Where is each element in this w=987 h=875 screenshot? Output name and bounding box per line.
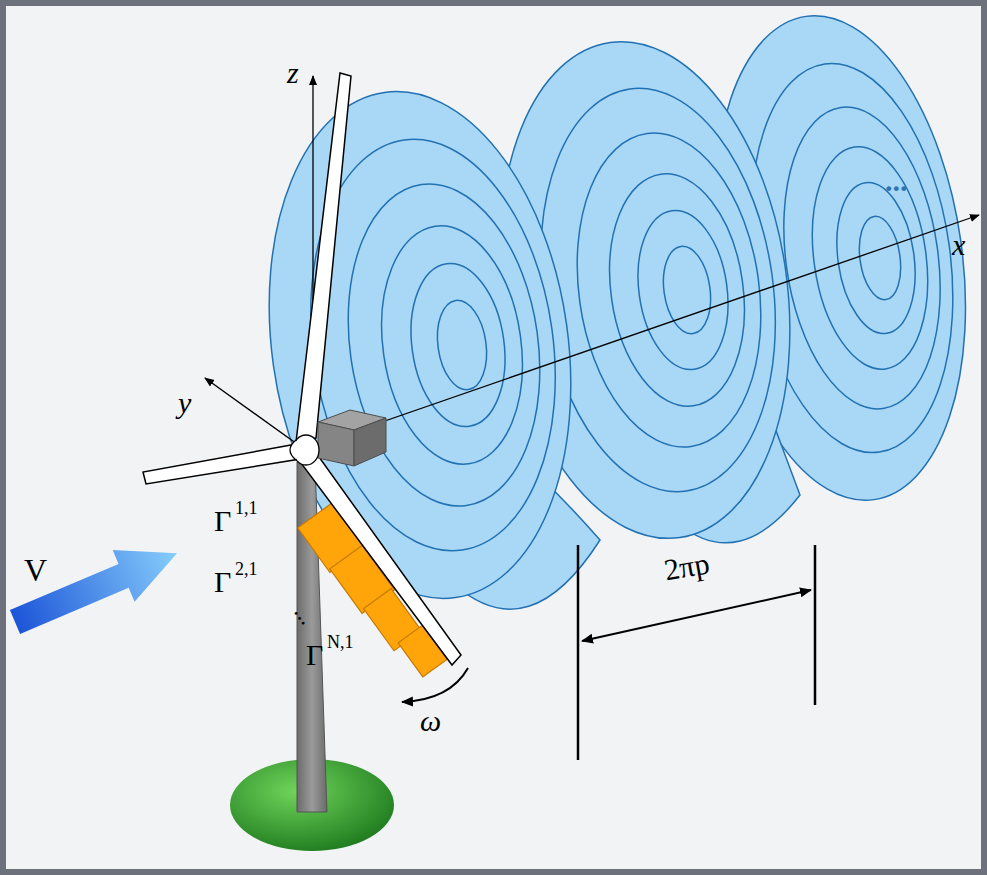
circulation-index: 2,1 <box>235 560 258 578</box>
axis-label: x <box>952 230 965 260</box>
rotation-arrow <box>402 668 468 702</box>
circulation-symbol: Γ <box>214 567 231 597</box>
axis-label: y <box>178 388 191 418</box>
spinner <box>290 440 296 460</box>
dimension-arrow <box>582 590 811 641</box>
wake-sheet <box>238 72 602 618</box>
circulation-symbol: Γ <box>306 640 323 670</box>
circulation-index: 1,1 <box>235 499 258 517</box>
rotation-speed-label: ω <box>420 706 441 736</box>
dimension-tick <box>814 545 817 705</box>
pitch-dimension: 2πp <box>662 548 712 585</box>
nacelle <box>318 410 386 466</box>
blade <box>143 443 302 484</box>
blade <box>296 73 351 442</box>
hub <box>293 435 319 465</box>
y-axis <box>205 378 304 449</box>
blade-element-panels <box>298 501 449 685</box>
ellipsis: ... <box>885 166 908 196</box>
x-axis <box>304 215 979 449</box>
canvas-ground: zyxVΓ1,1Γ2,1...ΓN,1ω2πp... <box>6 6 981 869</box>
axis-label: z <box>287 58 299 88</box>
dimension-tick <box>577 545 580 760</box>
wind-arrow <box>4 527 188 647</box>
wind-speed-label: V <box>24 554 47 586</box>
circulation-index: N,1 <box>327 633 354 651</box>
blade <box>298 450 461 665</box>
circulation-symbol: Γ <box>214 506 231 536</box>
